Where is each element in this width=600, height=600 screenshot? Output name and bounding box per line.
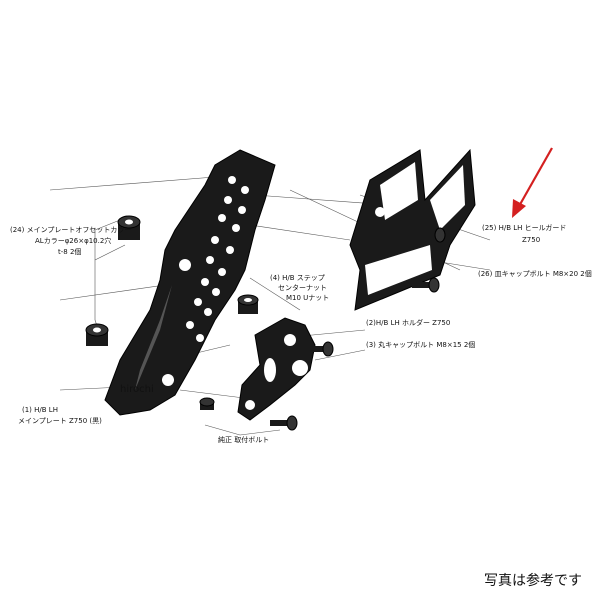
watermark: hirochi [120,384,154,395]
red-pointer-arrow [512,147,553,218]
label-part1-line2: メインプレート Z750 (黒) [18,417,102,425]
label-part24-line2: ALカラーφ26×φ10.2穴 [35,236,111,245]
round-cap-bolt-upper [305,341,334,357]
label-oem-bolt: 純正 取付ボルト [218,435,269,444]
label-part4-line2: センターナット [278,283,327,292]
label-part4-line3: M10 Uナット [286,294,329,302]
round-cap-bolt-lower [270,415,298,431]
main-plate-part [104,149,276,416]
label-part24-line1: (24) メインプレートオフセットカラー [10,226,131,234]
flat-cap-bolt-lower [412,277,440,293]
heel-guard-part [349,148,476,311]
label-part1-line1: (1) H/B LH [22,406,58,414]
label-part2: (2)H/B LH ホルダー Z750 [366,318,450,327]
label-part3: (3) 丸キャップボルト M8×15 2個 [366,340,475,349]
offset-collar-lower [85,323,109,346]
flat-cap-bolt-upper [418,227,446,243]
label-part25-line1: (25) H/B LH ヒールガード [482,223,566,232]
footer-note: 写真は参考です [484,573,582,589]
center-nut-part [237,294,259,314]
label-part24-line3: t-8 2個 [58,247,81,256]
offset-collar-upper [117,215,141,240]
label-part26: (26) 皿キャップボルト M8×20 2個 [478,269,592,278]
label-part4-line1: (4) H/B ステップ [270,274,325,282]
label-part25-line2: Z750 [522,236,540,244]
oem-mounting-bolt [199,397,215,410]
holder-part [237,317,316,421]
